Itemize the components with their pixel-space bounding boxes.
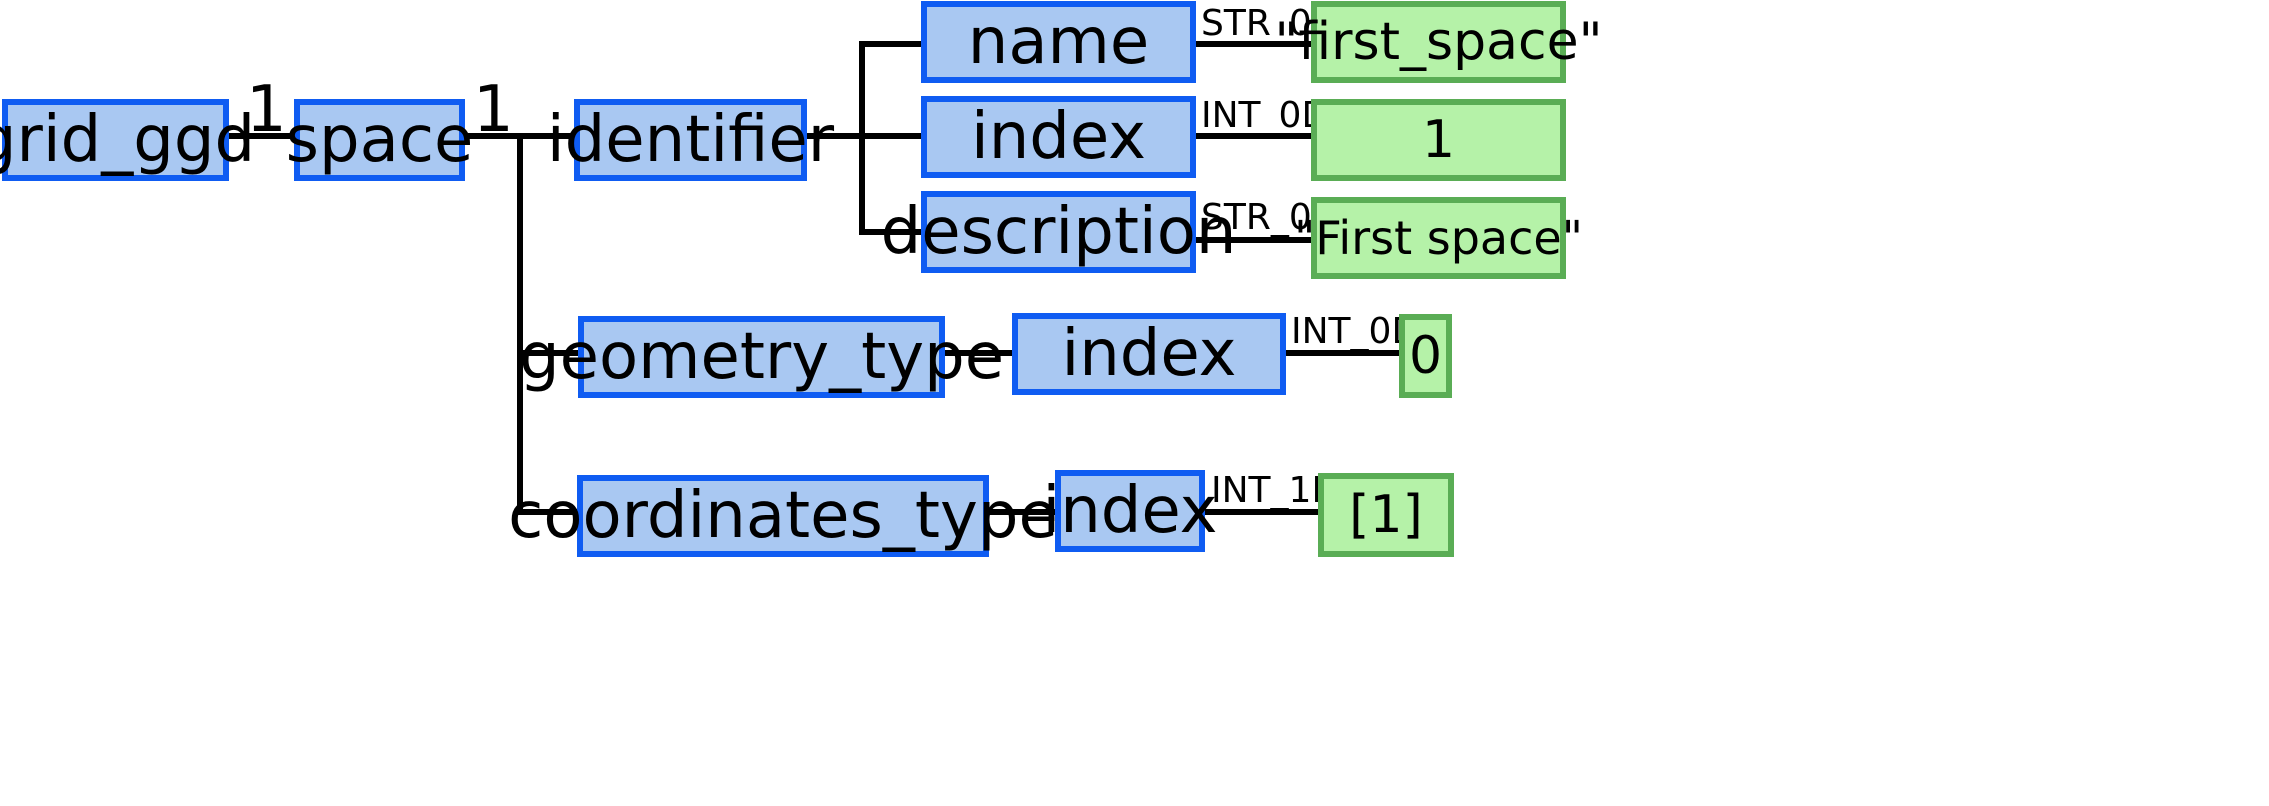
connector-trunk-coordinates-type bbox=[517, 509, 579, 515]
connector-description-value bbox=[1195, 237, 1312, 243]
multiplicity-label: 1 bbox=[246, 73, 287, 147]
index-node: index bbox=[921, 96, 1196, 178]
geometry-type-node: geometry_type bbox=[519, 316, 1004, 398]
connector-trunk-description bbox=[859, 229, 922, 235]
connector-grid-ggd-space bbox=[228, 133, 296, 139]
type-label: INT_1D bbox=[1211, 470, 1340, 511]
index-value: 1 bbox=[1311, 99, 1566, 181]
description-node: description bbox=[881, 191, 1236, 273]
coordinates-type-index-value: [1] bbox=[1318, 473, 1454, 557]
geometry-type-index-node: index bbox=[1012, 313, 1286, 395]
type-label: INT_0D bbox=[1201, 95, 1330, 136]
name-node: name bbox=[921, 1, 1196, 83]
multiplicity-label: 1 bbox=[473, 73, 514, 147]
grid-ggd-node: grid_ggd bbox=[0, 99, 255, 181]
connector-trunk-name bbox=[859, 41, 922, 47]
coordinates-type-index-node: index bbox=[1042, 470, 1218, 552]
connector-geometry-type-index bbox=[944, 350, 1013, 356]
coordinates-type-node: coordinates_type bbox=[508, 475, 1058, 557]
connector-coordinates-type-index bbox=[988, 509, 1056, 515]
description-value: "First space" bbox=[1294, 197, 1583, 279]
connector-space-trunk bbox=[517, 136, 523, 514]
type-label: INT_0D bbox=[1291, 311, 1420, 352]
connector-index-value bbox=[1195, 133, 1312, 139]
connector-coordinates-index-value bbox=[1204, 509, 1319, 515]
space-node: space bbox=[286, 99, 473, 181]
name-value: "first_space" bbox=[1275, 1, 1603, 83]
geometry-type-index-value: 0 bbox=[1399, 314, 1452, 398]
connector-identifier-trunk bbox=[859, 41, 865, 235]
identifier-node: identifier bbox=[547, 99, 834, 181]
connector-name-value bbox=[1195, 41, 1312, 47]
connector-trunk-geometry-type bbox=[517, 350, 579, 356]
connector-geometry-index-value bbox=[1285, 350, 1400, 356]
